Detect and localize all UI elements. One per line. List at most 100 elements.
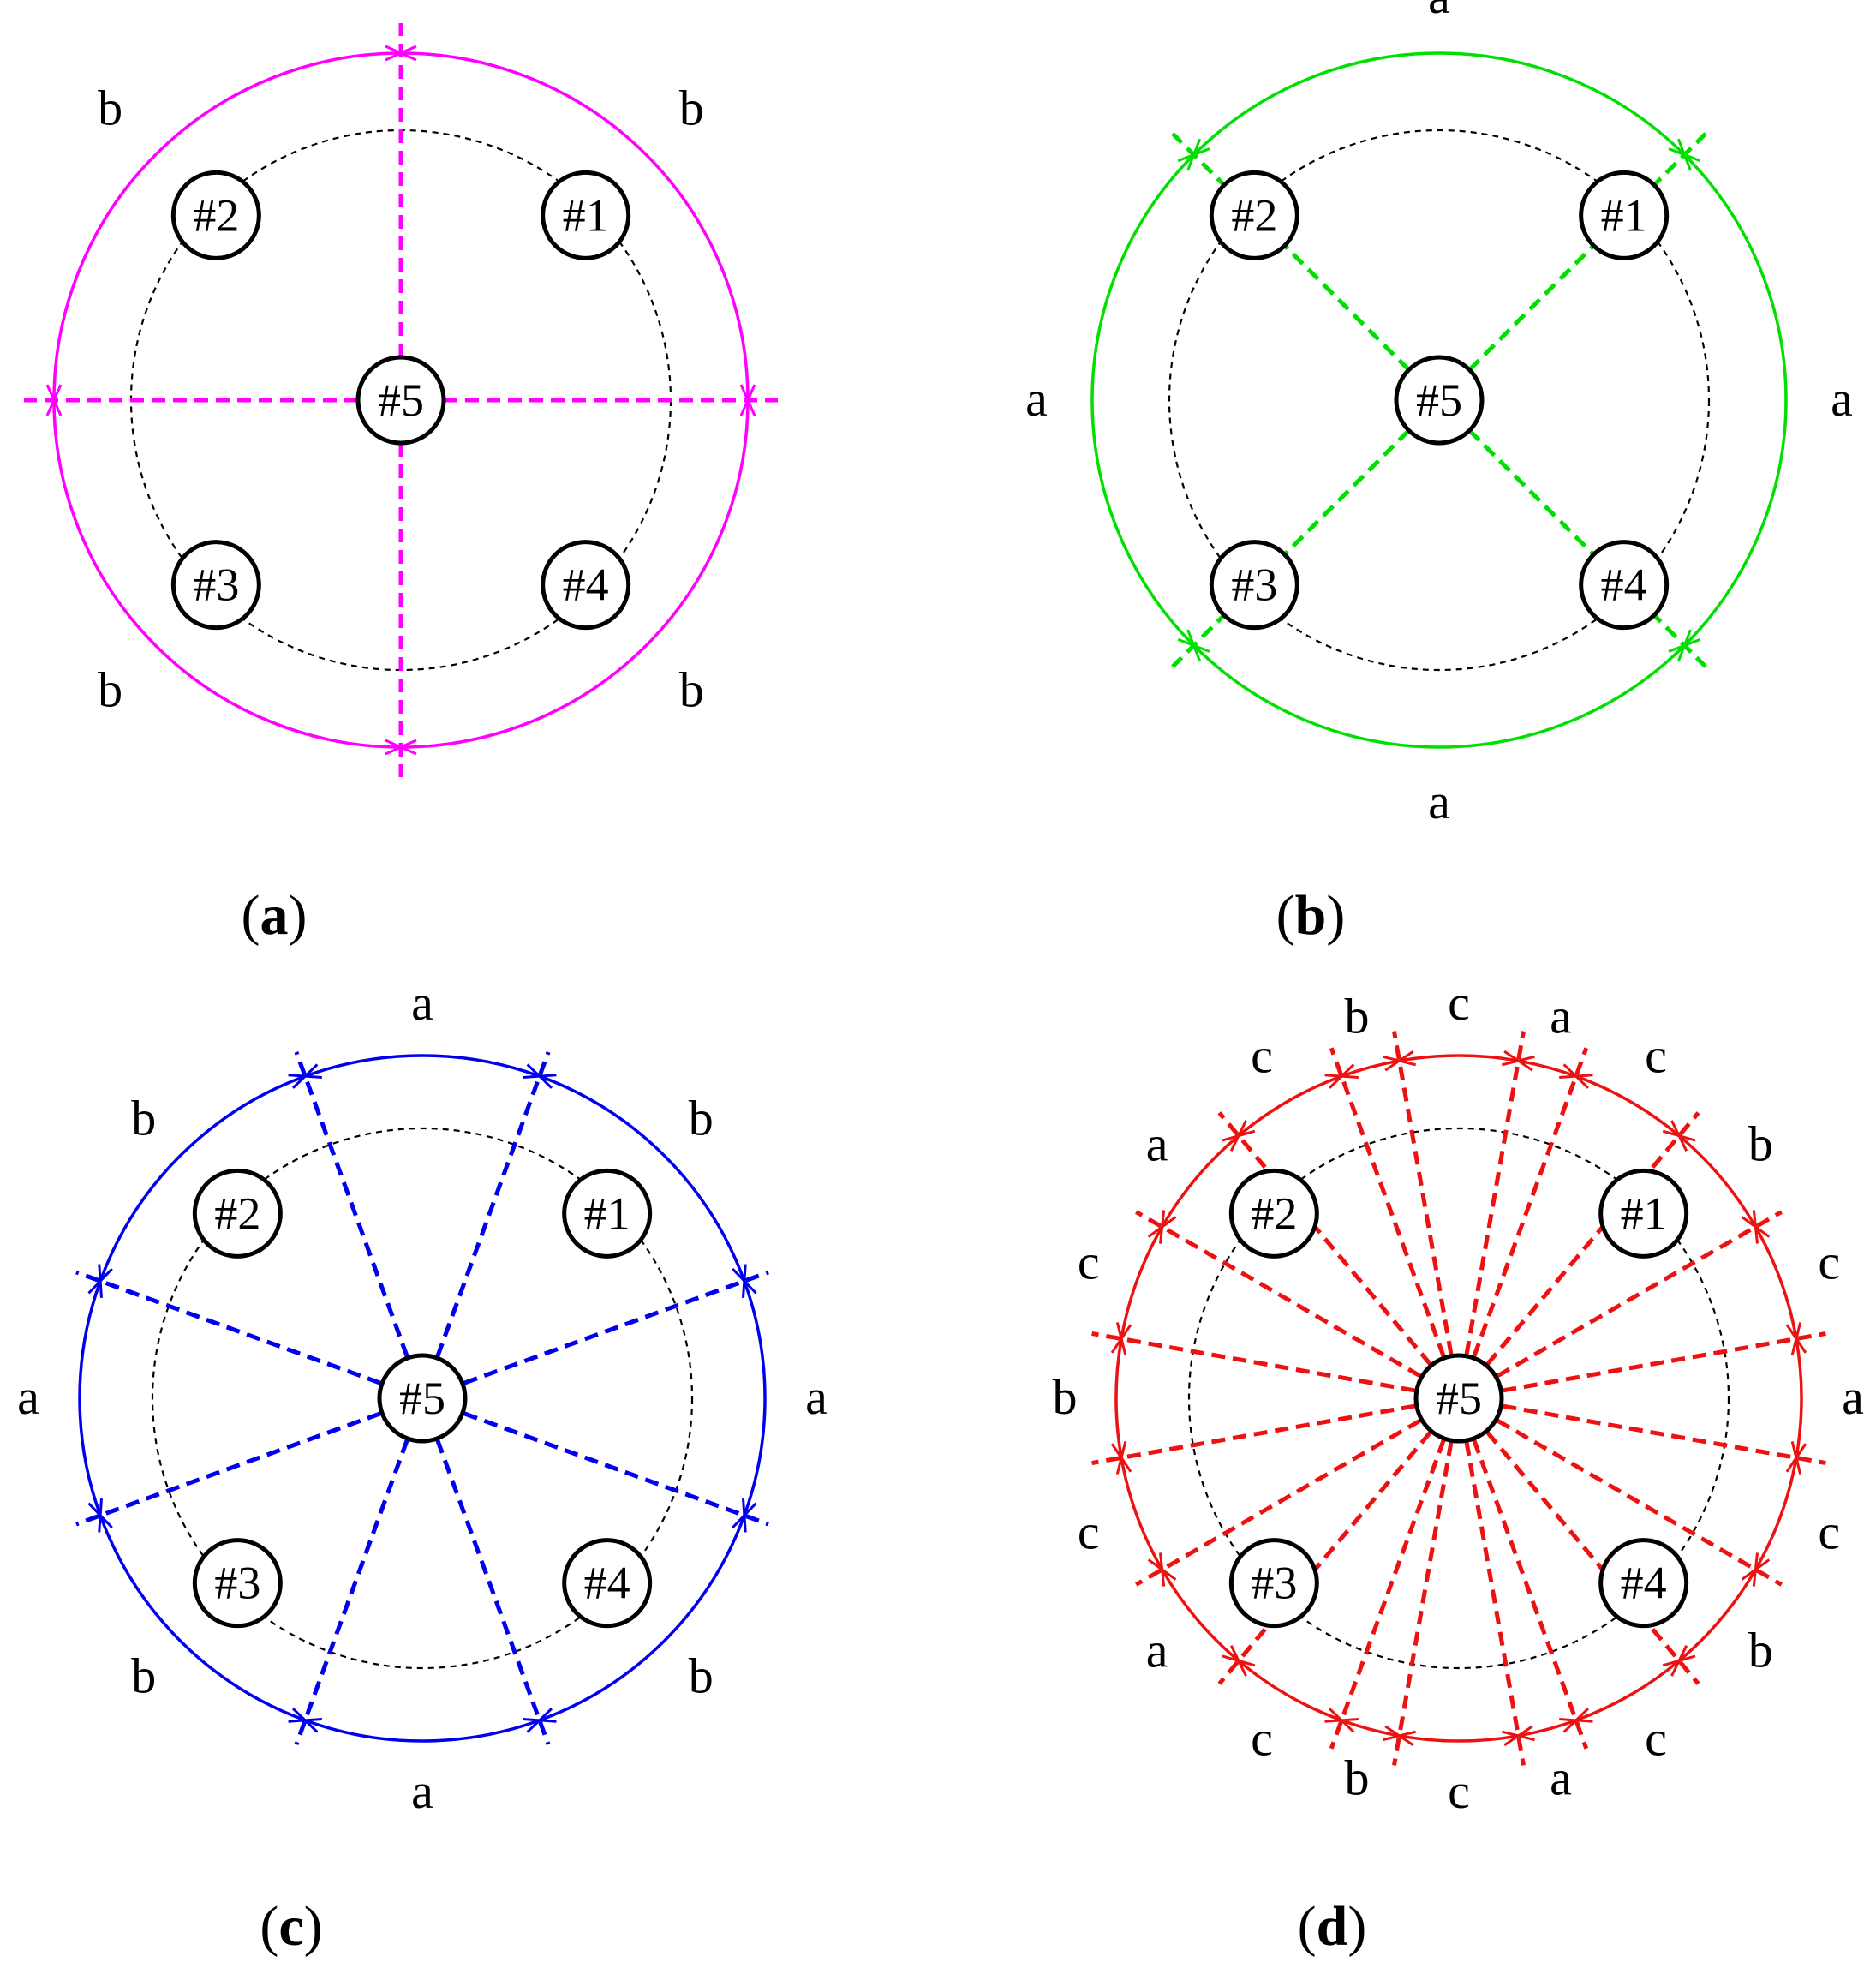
reference-circle [151,1127,694,1670]
node-3: #3 [1228,1538,1319,1629]
node-4: #4 [1579,540,1670,631]
boundary-line [435,1051,551,1357]
node-circle [1394,355,1485,446]
node-label: #2 [1251,1187,1297,1239]
segment-label: a [1428,774,1450,829]
reference-circle [1168,129,1711,672]
segment-label: c [1078,1504,1100,1559]
node-1: #1 [1598,1168,1689,1259]
node-circle [1598,1538,1689,1629]
boundary-line [75,1270,381,1385]
segment-label: a [805,1369,827,1425]
node-label: #5 [378,374,424,426]
node-label: #1 [563,189,609,241]
boundary-line [1496,1210,1783,1379]
segment-label: c [1818,1504,1840,1559]
node-1: #1 [541,170,631,260]
boundary-line [1464,1441,1526,1766]
reference-circle [1187,1127,1730,1670]
node-1: #1 [1579,170,1670,260]
dimension-arc [1162,1136,1239,1227]
segment-label: b [1748,1623,1773,1678]
boundary-line [75,1411,381,1527]
node-circle [1228,1168,1319,1259]
dimension-arc [1239,1660,1341,1720]
node-label: #5 [1436,1373,1482,1424]
segment-label: a [1550,1750,1572,1805]
node-label: #3 [214,1558,260,1609]
segment-label: b [98,661,122,717]
dimension-arc [78,1281,100,1516]
dimension-arc [100,1516,305,1720]
node-label: #2 [214,1187,260,1239]
segment-label: b [679,661,704,717]
segment-label: b [1748,1116,1773,1171]
dimension-arc [1162,1570,1239,1660]
node-label: #4 [1621,1558,1667,1609]
panel-caption-a: (a) [242,884,308,947]
boundary-line [1135,1418,1422,1587]
dimension-arc [744,1281,767,1516]
node-5: #5 [377,1353,468,1444]
segment-label: a [411,975,433,1031]
segment-label: b [689,1648,714,1703]
dimension-arc [1341,1720,1399,1736]
dimension-arc [401,400,748,747]
node-circle [192,1538,283,1629]
node-label: #2 [1231,189,1277,241]
dimension-arc [1518,1720,1575,1736]
node-3: #3 [1209,540,1299,631]
node-circle [377,1353,468,1444]
segment-label: c [1645,1028,1667,1084]
node-circle [1209,170,1299,260]
boundary-line [1329,1439,1446,1750]
boundary-line [1467,132,1707,372]
boundary-line [1392,1441,1454,1766]
dimension-arc [1576,1660,1679,1720]
segment-label: b [689,1091,714,1146]
dimension-arc [1121,1457,1162,1570]
node-circle [1579,540,1670,631]
segment-label: b [98,81,122,136]
dimension-arc [305,1720,540,1743]
boundary-line [1472,1047,1589,1357]
dimension-arc [1755,1227,1796,1339]
node-2: #2 [1228,1168,1319,1259]
dimension-arc [305,1054,540,1076]
dimension-arc [54,53,401,400]
segment-label: a [1146,1116,1168,1171]
dimension-arc [1194,645,1685,749]
node-label: #3 [1231,559,1277,611]
dimension-arc [1239,1076,1341,1135]
node-2: #2 [1209,170,1299,260]
dimension-arc [540,1076,744,1281]
panel-caption-b: (b) [1276,884,1346,947]
node-circle [1209,540,1299,631]
node-label: #5 [1416,374,1462,426]
boundary-line [1392,1031,1454,1355]
boundary-line [1217,1111,1432,1366]
dimension-arc [1121,1227,1162,1339]
segment-label: b [131,1648,156,1703]
dimension-arc [100,1076,305,1281]
node-3: #3 [192,1538,283,1629]
node-4: #4 [541,540,631,631]
boundary-line [1135,1210,1422,1379]
node-label: #3 [193,559,239,611]
boundary-line [1502,1331,1826,1393]
segment-label: c [1251,1710,1273,1766]
dimension-arc [1518,1061,1575,1076]
node-5: #5 [355,355,446,446]
node-circle [562,1538,653,1629]
dimension-arc [1194,51,1685,155]
node-circle [541,540,631,631]
dimension-arc [1341,1061,1399,1076]
boundary-line [1496,1418,1783,1587]
segment-label: a [411,1763,433,1819]
node-label: #1 [1621,1187,1667,1239]
node-3: #3 [170,540,261,631]
node-4: #4 [562,1538,653,1629]
